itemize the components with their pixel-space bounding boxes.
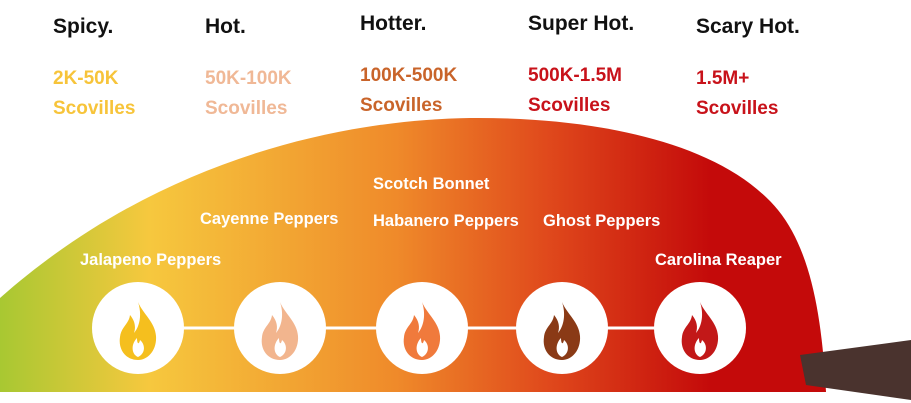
level-range: 100K-500K: [360, 65, 458, 86]
pepper-body: [0, 117, 826, 392]
level-unit: Scovilles: [528, 95, 611, 116]
level-hot: Hot. 50K-100K Scovilles: [205, 12, 292, 124]
pepper-stem: [800, 340, 911, 400]
level-name: Hot.: [205, 15, 246, 38]
level-range: 1.5M+: [696, 68, 750, 89]
flame-icon: [681, 302, 719, 360]
level-unit: Scovilles: [53, 98, 136, 119]
level-scary-hot: Scary Hot. 1.5M+ Scovilles: [696, 12, 800, 124]
level-unit: Scovilles: [360, 95, 443, 116]
level-name: Super Hot.: [528, 12, 635, 35]
pepper-label-ghost: Ghost Peppers: [543, 212, 661, 230]
pepper-label-cayenne: Cayenne Peppers: [200, 210, 339, 228]
level-unit: Scovilles: [696, 98, 779, 119]
level-super-hot: Super Hot. 500K-1.5M Scovilles: [528, 9, 634, 121]
flame-icon: [119, 302, 157, 360]
pepper-label-carolina: Carolina Reaper: [655, 251, 782, 269]
level-name: Scary Hot.: [696, 15, 800, 38]
level-range: 2K-50K: [53, 68, 119, 89]
level-name: Spicy.: [53, 15, 114, 38]
pepper-label-habanero: Habanero Peppers: [373, 212, 519, 230]
pepper-label-jalapeno: Jalapeno Peppers: [80, 251, 222, 269]
pepper-label-scotch-bonnet: Scotch Bonnet: [373, 175, 490, 193]
flame-icon: [403, 302, 441, 360]
level-range: 500K-1.5M: [528, 65, 622, 86]
level-range: 50K-100K: [205, 68, 292, 89]
level-hotter: Hotter. 100K-500K Scovilles: [360, 9, 457, 121]
level-name: Hotter.: [360, 12, 427, 35]
flame-icon: [261, 302, 299, 360]
level-unit: Scovilles: [205, 98, 288, 119]
flame-icon: [543, 302, 581, 360]
level-spicy: Spicy. 2K-50K Scovilles: [53, 12, 135, 124]
